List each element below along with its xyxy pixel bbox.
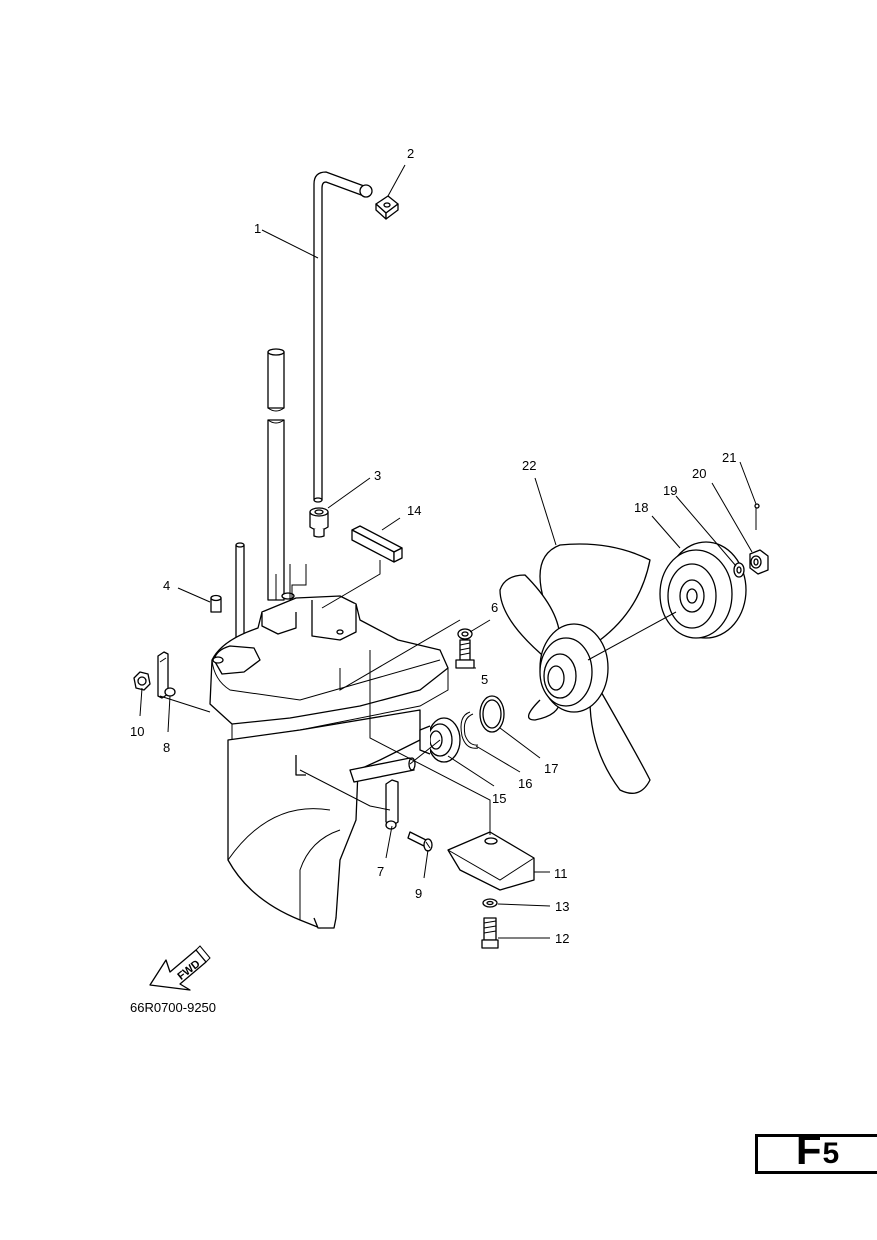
callout-19: 19 <box>663 483 677 498</box>
part-9-screw <box>407 831 433 852</box>
callout-22: 22 <box>522 458 536 473</box>
part-17-o-ring <box>479 695 505 733</box>
part-11-trim-tab <box>447 831 535 891</box>
part-6-washer <box>457 628 473 640</box>
callout-3: 3 <box>374 468 381 483</box>
part-20-castle-nut <box>749 549 769 575</box>
callout-11: 11 <box>554 866 568 881</box>
part-19-washer <box>733 562 745 578</box>
lower-casing <box>209 592 449 929</box>
callout-1: 1 <box>254 221 261 236</box>
callout-10: 10 <box>130 724 144 739</box>
callout-14: 14 <box>407 503 421 518</box>
leader-lines <box>139 164 757 939</box>
part-7-anode <box>385 779 399 830</box>
callout-20: 20 <box>692 466 706 481</box>
callout-8: 8 <box>163 740 170 755</box>
callout-21: 21 <box>722 450 736 465</box>
callout-9: 9 <box>415 886 422 901</box>
part-3-grommet <box>309 507 329 538</box>
callout-4: 4 <box>163 578 170 593</box>
part-5-bolt <box>455 639 475 669</box>
callout-16: 16 <box>518 776 532 791</box>
callout-17: 17 <box>544 761 558 776</box>
drive-shaft <box>235 348 285 641</box>
callout-18: 18 <box>634 500 648 515</box>
callout-12: 12 <box>555 931 569 946</box>
page-badge-number: 5 <box>822 1137 840 1170</box>
callout-6: 6 <box>491 600 498 615</box>
part-4-dowel-pin <box>210 594 222 613</box>
drawing-code: 66R0700-9250 <box>130 1000 216 1015</box>
part-2-grommet <box>375 195 399 220</box>
part-14-rubber-seal <box>351 525 403 563</box>
part-22-propeller <box>499 543 651 794</box>
part-21-cotter-pin <box>754 503 760 530</box>
page-badge-letter: F <box>795 1126 822 1173</box>
callout-2: 2 <box>407 146 414 161</box>
part-12-bolt <box>481 917 499 949</box>
callout-labels: 1 2 3 4 5 6 7 8 9 10 11 12 13 14 15 16 1… <box>130 146 736 946</box>
part-16-circlip <box>460 711 479 749</box>
part-13-washer <box>482 898 498 908</box>
part-1-water-tube <box>313 171 373 503</box>
part-18-spacer <box>659 541 747 639</box>
part-10-nut <box>133 671 151 691</box>
callout-15: 15 <box>492 791 506 806</box>
callout-7: 7 <box>377 864 384 879</box>
callout-5: 5 <box>481 672 488 687</box>
fwd-arrow-icon: FWD <box>149 945 211 991</box>
callout-13: 13 <box>555 899 569 914</box>
part-8-anode <box>157 651 176 699</box>
page-section-badge: F 5 <box>755 1126 877 1174</box>
